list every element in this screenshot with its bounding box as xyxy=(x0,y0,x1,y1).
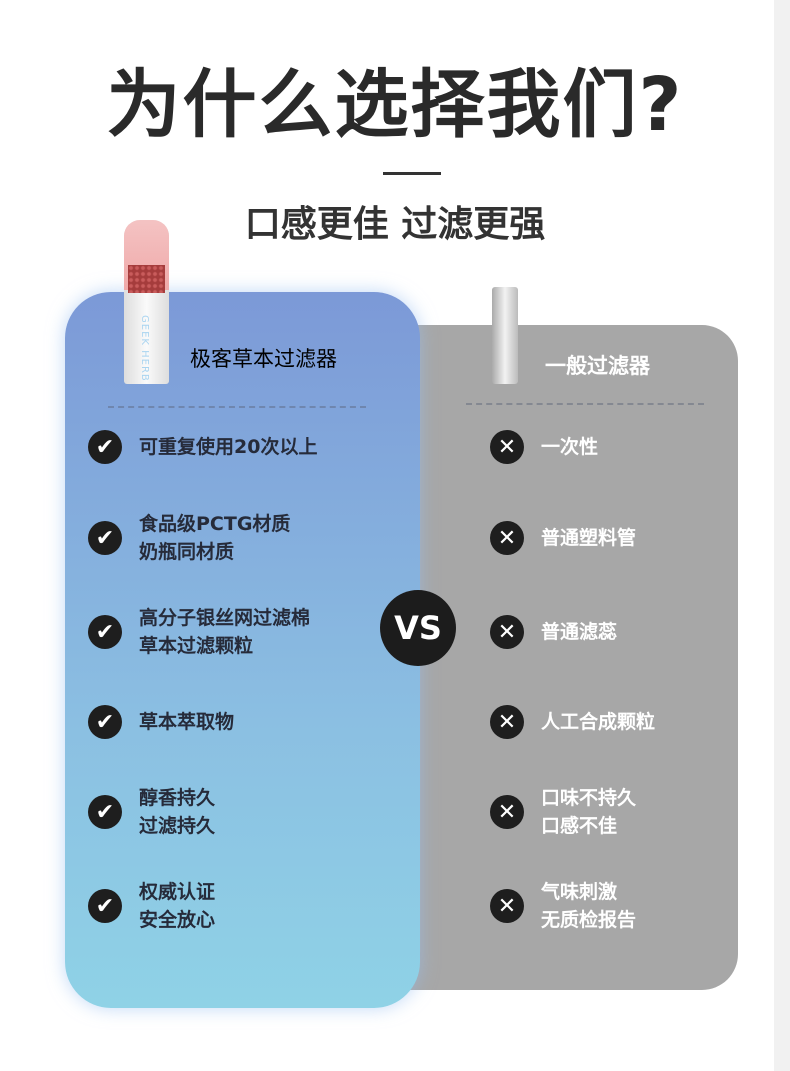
feature-text: 高分子银丝网过滤棉草本过滤颗粒 xyxy=(139,604,310,660)
right-heading: 一般过滤器 xyxy=(545,354,650,378)
feature-text: 权威认证安全放心 xyxy=(139,878,215,934)
feature-line: 普通滤蕊 xyxy=(541,621,618,643)
feature-text: 人工合成颗粒 xyxy=(541,708,655,736)
feature-text: 气味刺激无质检报告 xyxy=(541,878,636,934)
feature-text: 一次性 xyxy=(541,433,598,461)
geekherb-filter-image: GEEK HERB xyxy=(124,220,169,384)
page-edge xyxy=(774,0,790,1071)
check-icon: ✔ xyxy=(88,889,122,923)
feature-text: 可重复使用20次以上 xyxy=(139,433,317,461)
feature-line: 奶瓶同材质 xyxy=(139,541,235,563)
cross-icon: ✕ xyxy=(490,615,524,649)
feature-text: 普通滤蕊 xyxy=(541,618,617,646)
right-feature-item: ✕ 口味不持久口感不佳 xyxy=(490,787,636,837)
left-heading: 极客草本过滤器 xyxy=(190,347,337,371)
right-feature-item: ✕ 普通滤蕊 xyxy=(490,615,617,649)
cross-icon: ✕ xyxy=(490,430,524,464)
feature-line: 过滤持久 xyxy=(139,815,216,837)
left-feature-item: ✔ 权威认证安全放心 xyxy=(88,881,215,931)
check-icon: ✔ xyxy=(88,615,122,649)
feature-line: 草本过滤颗粒 xyxy=(139,635,254,657)
cross-icon: ✕ xyxy=(490,705,524,739)
feature-text: 口味不持久口感不佳 xyxy=(541,784,636,840)
generic-filter-card xyxy=(405,325,738,990)
feature-line: 可重复使用20次以上 xyxy=(139,436,318,458)
cross-icon: ✕ xyxy=(490,795,524,829)
right-feature-item: ✕ 普通塑料管 xyxy=(490,521,636,555)
feature-line: 安全放心 xyxy=(139,909,216,931)
left-feature-item: ✔ 食品级PCTG材质奶瓶同材质 xyxy=(88,513,290,563)
vs-badge: VS xyxy=(380,590,456,666)
divider xyxy=(383,172,441,175)
feature-text: 醇香持久过滤持久 xyxy=(139,784,215,840)
cross-icon: ✕ xyxy=(490,889,524,923)
left-feature-item: ✔ 醇香持久过滤持久 xyxy=(88,787,215,837)
feature-line: 人工合成颗粒 xyxy=(541,711,656,733)
left-feature-item: ✔ 高分子银丝网过滤棉草本过滤颗粒 xyxy=(88,607,310,657)
check-icon: ✔ xyxy=(88,521,122,555)
feature-line: 无质检报告 xyxy=(541,909,637,931)
left-divider xyxy=(108,406,366,408)
feature-text: 普通塑料管 xyxy=(541,524,636,552)
check-icon: ✔ xyxy=(88,430,122,464)
feature-line: 草本萃取物 xyxy=(139,711,235,733)
right-feature-item: ✕ 气味刺激无质检报告 xyxy=(490,881,636,931)
feature-text: 食品级PCTG材质奶瓶同材质 xyxy=(139,510,290,566)
feature-line: 气味刺激 xyxy=(541,881,618,903)
left-feature-item: ✔ 可重复使用20次以上 xyxy=(88,430,317,464)
right-feature-item: ✕ 人工合成颗粒 xyxy=(490,705,655,739)
geekherb-filter-card xyxy=(65,292,420,1008)
check-icon: ✔ xyxy=(88,795,122,829)
feature-line: 权威认证 xyxy=(139,881,216,903)
left-feature-item: ✔ 草本萃取物 xyxy=(88,705,234,739)
subtitle: 口感更佳 过滤更强 xyxy=(244,204,546,245)
feature-line: 普通塑料管 xyxy=(541,527,637,549)
feature-line: 食品级PCTG材质 xyxy=(139,513,291,535)
feature-line: 口感不佳 xyxy=(541,815,618,837)
right-feature-item: ✕ 一次性 xyxy=(490,430,598,464)
feature-line: 口味不持久 xyxy=(541,787,637,809)
page-title: 为什么选择我们? xyxy=(106,62,684,148)
feature-line: 高分子银丝网过滤棉 xyxy=(139,607,311,629)
generic-filter-image xyxy=(492,287,518,384)
cross-icon: ✕ xyxy=(490,521,524,555)
feature-line: 一次性 xyxy=(541,436,599,458)
feature-line: 醇香持久 xyxy=(139,787,216,809)
feature-text: 草本萃取物 xyxy=(139,708,234,736)
right-divider xyxy=(466,403,704,405)
check-icon: ✔ xyxy=(88,705,122,739)
